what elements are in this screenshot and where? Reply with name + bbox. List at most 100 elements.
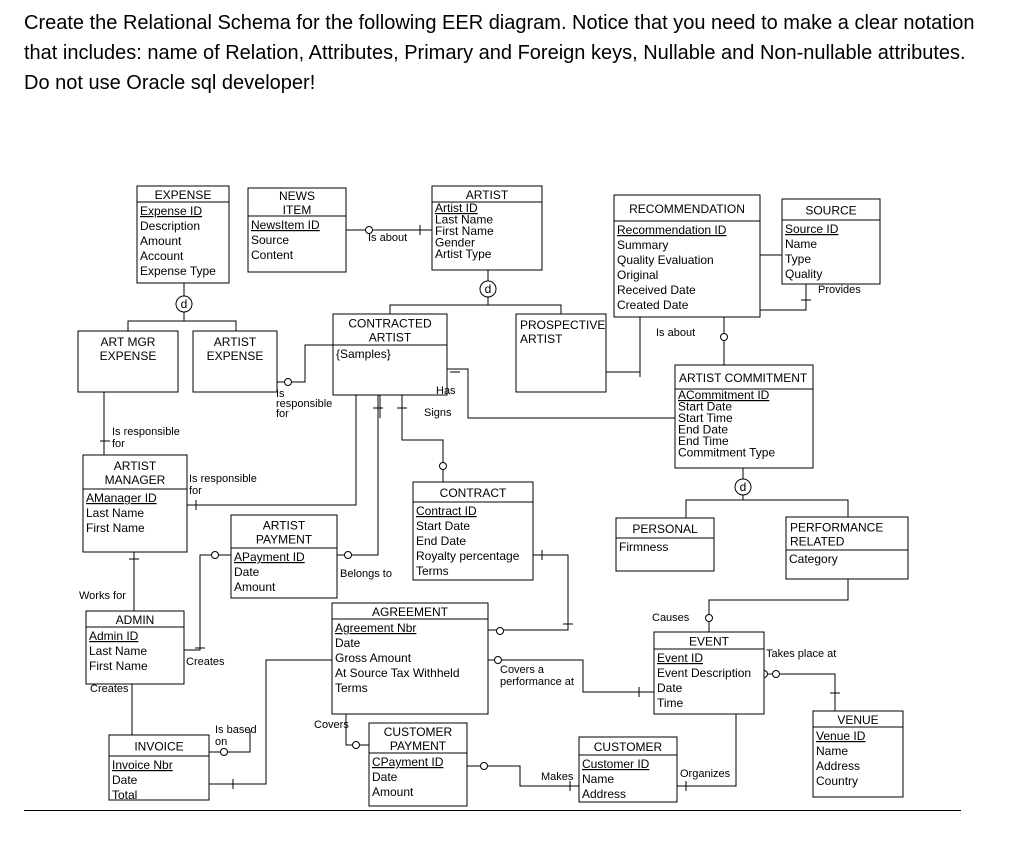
entity-box [431, 185, 543, 271]
entity-title: RECOMMENDATION [629, 202, 745, 216]
optional-marker [705, 614, 713, 622]
primary-key-attribute: APayment ID [234, 550, 305, 564]
entity-title: ADMIN [116, 613, 155, 627]
entity-box [781, 198, 881, 285]
primary-key-attribute: Venue ID [816, 729, 866, 743]
primary-key-attribute: ACommitment ID [678, 388, 770, 402]
relationship-label-organizes: Organizes [680, 768, 731, 780]
optional-marker [344, 551, 352, 559]
relationship-connector [467, 765, 579, 787]
entity-box [653, 631, 765, 715]
relationship-label-is-responsible-for-left: Is responsible [112, 426, 180, 438]
relationship-label-creates-left: Creates [90, 683, 129, 695]
entity-box [85, 610, 185, 685]
attribute: Event Description [657, 666, 751, 680]
primary-key-attribute: Agreement Nbr [335, 621, 416, 635]
primary-key-attribute: Contract ID [416, 504, 477, 518]
relationship-connector [488, 554, 569, 631]
entity-title: ARTIST [263, 519, 306, 533]
primary-key-attribute: Admin ID [89, 629, 139, 643]
primary-key-attribute: Source ID [785, 222, 839, 236]
primary-key-attribute: Invoice Nbr [112, 758, 173, 772]
relationship-label-covers: Covers [314, 719, 349, 731]
disjoint-label: d [485, 282, 492, 296]
relationship-label-makes: Makes [541, 771, 574, 783]
attribute: Original [617, 268, 658, 282]
attribute: {Samples} [336, 347, 391, 361]
relationship-label-covers-a-performance-at: performance at [500, 676, 574, 688]
primary-key-attribute: AManager ID [86, 491, 157, 505]
relationship-label-is-responsible-for-artist: responsible [276, 398, 332, 410]
entity-title: EVENT [689, 635, 730, 649]
entity-title: EXPENSE [155, 188, 212, 202]
optional-marker [365, 226, 373, 234]
relationship-connector [447, 368, 675, 419]
attribute: Amount [234, 580, 276, 594]
attribute: Received Date [617, 283, 696, 297]
attribute: Start Date [416, 519, 470, 533]
relationship-connector [488, 304, 562, 314]
relationship-connector [209, 659, 332, 785]
entity-box [785, 516, 909, 580]
entity-title: EXPENSE [100, 349, 157, 363]
primary-key-attribute: Customer ID [582, 757, 650, 771]
entity-box [230, 514, 338, 599]
relationship-label-works-for: Works for [79, 590, 126, 602]
attribute: Name [816, 744, 848, 758]
optional-marker [284, 378, 292, 386]
relationship-connector [187, 395, 357, 506]
primary-key-attribute: CPayment ID [372, 755, 444, 769]
attribute: Description [140, 219, 200, 233]
attribute: Last Name [435, 213, 493, 227]
artist-disjoint-marker [479, 280, 497, 298]
entity-title: PROSPECTIVE [520, 318, 605, 332]
attribute: Date [657, 681, 683, 695]
entity-title: CUSTOMER [594, 740, 663, 754]
optional-marker [211, 551, 219, 559]
relationship-label-is-about-news: Is about [368, 232, 407, 244]
relationship-lines: ddd [100, 225, 849, 791]
relationship-connector [277, 344, 333, 383]
relationship-label-provides: Provides [818, 284, 861, 296]
relationship-label-takes-place-at: Takes place at [766, 648, 836, 660]
entity-title: INVOICE [134, 740, 183, 754]
expense-disjoint-marker [175, 295, 193, 313]
entity-box [615, 517, 715, 572]
attribute: End Time [678, 434, 729, 448]
entity-box [192, 330, 278, 393]
entity-title: NEWS [279, 189, 315, 203]
optional-marker [494, 656, 502, 664]
optional-marker [352, 741, 360, 749]
relationship-label-is-responsible-for-artist: for [276, 408, 289, 420]
entity-box [515, 313, 607, 393]
entity-box [332, 313, 448, 396]
attribute: Start Time [678, 411, 733, 425]
attribute: Quality Evaluation [617, 253, 714, 267]
attribute: Source [251, 233, 289, 247]
attribute: Summary [617, 238, 668, 252]
attribute: Terms [416, 564, 449, 578]
attribute: Firmness [619, 540, 668, 554]
entity-title: ARTIST [369, 331, 412, 345]
optional-marker [439, 462, 447, 470]
entity-box [77, 330, 179, 393]
attribute: Date [234, 565, 260, 579]
entity-title: RELATED [790, 535, 845, 549]
attribute: Quality [785, 267, 822, 281]
entity-title: CONTRACT [440, 486, 507, 500]
attribute: Date [112, 773, 138, 787]
